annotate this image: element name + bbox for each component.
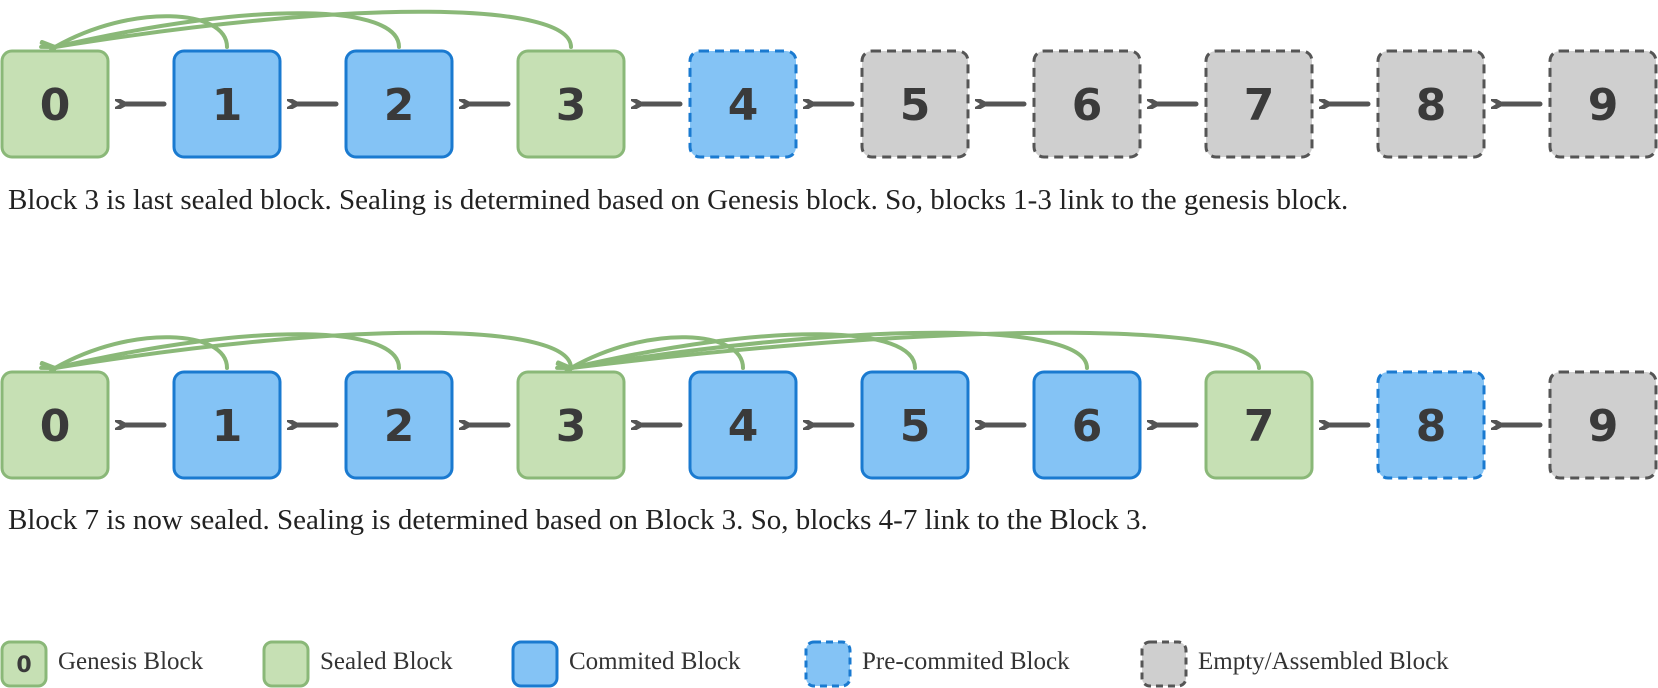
block-number: 7 — [1244, 401, 1275, 452]
caption-after-sealing: Block 7 is now sealed. Sealing is determ… — [8, 504, 1148, 536]
legend-swatch-precommitted — [804, 640, 852, 688]
block-number: 3 — [556, 401, 587, 452]
block-number: 6 — [1072, 80, 1103, 131]
block-number: 5 — [900, 80, 931, 131]
seal-link-6-to-3 — [556, 330, 1089, 379]
block-4-precommitted — [688, 49, 798, 159]
seal-link-5-to-3 — [555, 332, 917, 380]
block-5-empty — [860, 49, 970, 159]
block-number: 9 — [1588, 401, 1619, 452]
block-number: 2 — [384, 80, 415, 131]
legend-swatch-sealed — [0, 640, 48, 688]
block-number: 5 — [900, 401, 931, 452]
caption-before-sealing: Block 3 is last sealed block. Sealing is… — [8, 184, 1349, 216]
block-number: 4 — [728, 80, 759, 131]
legend-swatch-committed — [511, 640, 559, 688]
legend-swatch-sealed — [262, 640, 310, 688]
block-7-sealed — [1204, 370, 1314, 480]
block-number: 0 — [40, 80, 71, 131]
chain-before-sealing: 0 1 2 3 4 5 6 7 8 9 — [0, 9, 1658, 159]
block-8-empty — [1376, 49, 1486, 159]
block-2-committed — [344, 370, 454, 480]
legend-label-empty: Empty/Assembled Block — [1198, 648, 1449, 675]
legend-samples: 0 — [0, 640, 1188, 688]
legend-label-genesis: Genesis Block — [58, 648, 204, 675]
block-8-precommitted — [1376, 370, 1486, 480]
legend-swatch-empty — [1140, 640, 1188, 688]
block-3-sealed — [516, 49, 626, 159]
block-7-empty — [1204, 49, 1314, 159]
block-5-committed — [860, 370, 970, 480]
block-number: 9 — [1588, 80, 1619, 131]
block-number: 2 — [384, 401, 415, 452]
legend-label-sealed: Sealed Block — [320, 648, 453, 675]
block-number: 3 — [556, 80, 587, 131]
legend-label-committed: Commited Block — [569, 648, 741, 675]
block-1-committed — [172, 49, 282, 159]
block-6-committed — [1032, 370, 1142, 480]
block-2-committed — [344, 49, 454, 159]
block-6-empty — [1032, 49, 1142, 159]
legend-swatch-number: 0 — [16, 653, 31, 678]
block-number: 4 — [728, 401, 759, 452]
block-4-committed — [688, 370, 798, 480]
chain-after-sealing: 0 1 2 3 4 5 6 7 8 9 — [0, 330, 1658, 480]
seal-link-3-to-0 — [40, 9, 573, 58]
block-number: 6 — [1072, 401, 1103, 452]
block-number: 8 — [1416, 401, 1447, 452]
block-1-committed — [172, 370, 282, 480]
block-number: 1 — [212, 401, 243, 452]
seal-link-2-to-0 — [39, 332, 401, 380]
seal-link-2-to-0 — [39, 11, 401, 59]
block-0-sealed — [0, 49, 110, 159]
block-9-empty — [1548, 49, 1658, 159]
block-number: 1 — [212, 80, 243, 131]
block-3-sealed — [516, 370, 626, 480]
block-0-sealed — [0, 370, 110, 480]
block-number: 7 — [1244, 80, 1275, 131]
block-9-empty — [1548, 370, 1658, 480]
block-number: 8 — [1416, 80, 1447, 131]
block-number: 0 — [40, 401, 71, 452]
seal-link-3-to-0 — [40, 330, 573, 379]
seal-link-1-to-0 — [39, 14, 229, 62]
seal-link-4-to-3 — [555, 335, 745, 383]
legend-label-precommitted: Pre-commited Block — [862, 648, 1070, 675]
seal-link-7-to-3 — [556, 330, 1261, 379]
seal-link-1-to-0 — [39, 335, 229, 383]
